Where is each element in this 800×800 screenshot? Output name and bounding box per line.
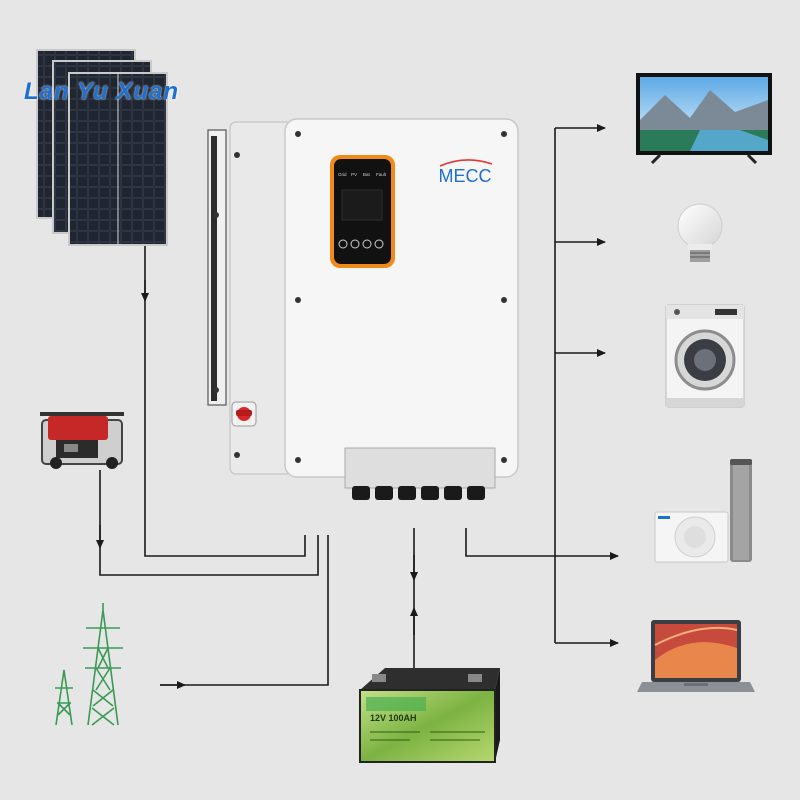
status-label-bat: Bat [363,172,371,177]
grid-line [160,535,329,686]
panel-buttons [338,239,384,249]
generator-line [99,470,319,576]
brand-logo: MECC [439,166,492,186]
status-label-grid: Grid [338,172,347,177]
solar-line [144,245,306,557]
watermark: Lan Yu Xuan [24,78,180,105]
laptop-icon [637,620,755,692]
load-output-line [465,528,555,557]
inverter-unit: Grid PV Bat Fault MECC [207,118,519,500]
cable-glands [352,486,485,500]
lcd-screen [341,189,383,221]
status-label-fault: Fault [376,172,387,177]
generator-icon [40,412,124,469]
light-bulb-icon [677,203,723,262]
air-conditioner-icon [654,459,752,563]
tv-icon [636,73,772,165]
status-labels: Grid PV Bat Fault [338,172,387,177]
connection-lines [96,124,619,689]
washing-machine-icon [665,304,745,408]
connector-block [344,447,496,489]
power-tower-icon [55,603,123,726]
status-label-pv: PV [351,172,357,177]
solar-panel-icon [36,49,168,246]
battery-label: 12V 100AH [370,713,417,723]
battery-icon: 12V 100AH [359,668,500,763]
